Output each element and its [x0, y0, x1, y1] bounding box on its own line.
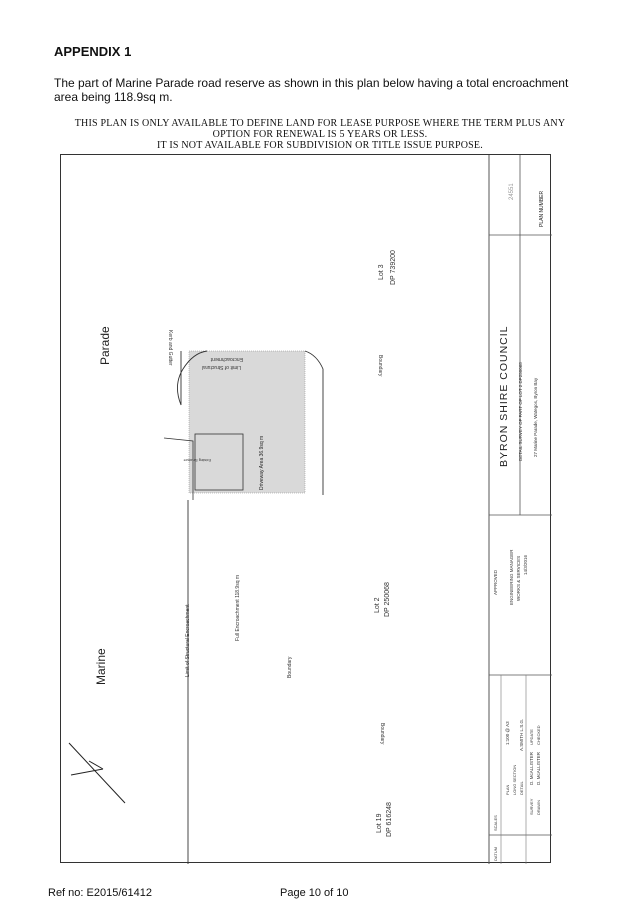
encroachment-area: [189, 351, 305, 493]
update-label: UPDATE: [529, 729, 534, 745]
existing-structure-label: Existing Structure: [184, 458, 211, 462]
plan-number-label: PLAN NUMBER: [539, 190, 545, 227]
survey-address: 27 Marine Parade, Wategos, Byron Bay: [533, 377, 538, 457]
detail-by: A.SMITH L.S.G.: [519, 719, 524, 751]
council-name: BYRON SHIRE COUNCIL: [498, 325, 510, 467]
kerb-label: Kerb and Gutter: [167, 330, 173, 366]
notice-line-2: OPTION FOR RENEWAL IS 5 YEARS OR LESS.: [212, 129, 428, 140]
survey-label: SURVEY: [529, 798, 534, 815]
page-heading: APPENDIX 1: [54, 44, 132, 59]
survey-detail: DETAIL SURVEY OF PART OF LOT 2 DP250068: [518, 362, 523, 461]
lot19-dp: DP 616248: [386, 802, 393, 837]
driveway-label: Driveway Area 36.9sq m: [259, 436, 265, 490]
survey-plan: Parade Marine Kerb and Gutter Lot 3 DP 7…: [60, 154, 552, 864]
scales-label: SCALES: [493, 815, 498, 831]
works-services: WORKS & SERVICES: [516, 556, 521, 601]
engineering-manager: ENGINEERING MANAGER: [509, 549, 514, 605]
road-label-parade: Parade: [98, 326, 112, 365]
plan-scale-value: 1:100 @ A3: [505, 721, 510, 745]
detail-label: DETAIL: [519, 781, 524, 795]
lot3-label: Lot 3: [378, 264, 385, 280]
footer-page-number: Page 10 of 10: [280, 887, 349, 899]
plan-notice: THIS PLAN IS ONLY AVAILABLE TO DEFINE LA…: [40, 118, 600, 151]
survey-by: D. McALLISTER: [529, 751, 534, 785]
lot3-dp: DP 739200: [390, 250, 397, 285]
road-label-marine: Marine: [94, 648, 108, 685]
boundary-label-mid: Boundary: [287, 656, 293, 678]
lot2-label: Lot 2: [374, 597, 381, 613]
boundary-arc: [304, 350, 324, 495]
drawn-label: DRAWN: [536, 800, 541, 815]
limit-top-line-2: Encroachment: [210, 356, 243, 362]
full-encroachment-label: Full Encroachment 118.9sq m: [235, 575, 241, 641]
north-arrow: [68, 742, 126, 804]
boundary-arc: [177, 350, 208, 406]
limit-structural-label: Limit of Structural Encroachment: [185, 604, 191, 677]
boundary-label-top: Boundary: [377, 355, 383, 377]
long-section-label: LONG SECTION: [512, 765, 517, 795]
lot19-label: Lot 19: [376, 813, 383, 833]
existing-structure: [194, 433, 244, 491]
plan-drawing: Parade Marine Kerb and Gutter Lot 3 DP 7…: [68, 155, 552, 864]
notice-line-3: IT IS NOT AVAILABLE FOR SUBDIVISION OR T…: [157, 140, 483, 151]
checked-label: CHECKED: [536, 725, 541, 745]
approved-label: APPROVED: [493, 569, 498, 595]
footer-reference: Ref no: E2015/61412: [48, 887, 152, 899]
intro-text: The part of Marine Parade road reserve a…: [54, 76, 569, 104]
plan-scale-label: PLAN: [505, 784, 510, 795]
boundary-label-bottom: Boundary: [379, 723, 385, 745]
plan-number: 24551: [509, 183, 515, 200]
limit-top-line-1: Limit of Structural: [202, 364, 241, 370]
datum-label: DATUM: [493, 847, 498, 861]
encroachment-outline: [188, 350, 306, 494]
encroachment-leader: [163, 437, 194, 500]
lot2-dp: DP 250068: [384, 582, 391, 617]
approval-date: 14/3/2016: [523, 554, 528, 575]
notice-line-1: THIS PLAN IS ONLY AVAILABLE TO DEFINE LA…: [74, 118, 566, 129]
drawn-by: D. McALLISTER: [536, 751, 541, 785]
